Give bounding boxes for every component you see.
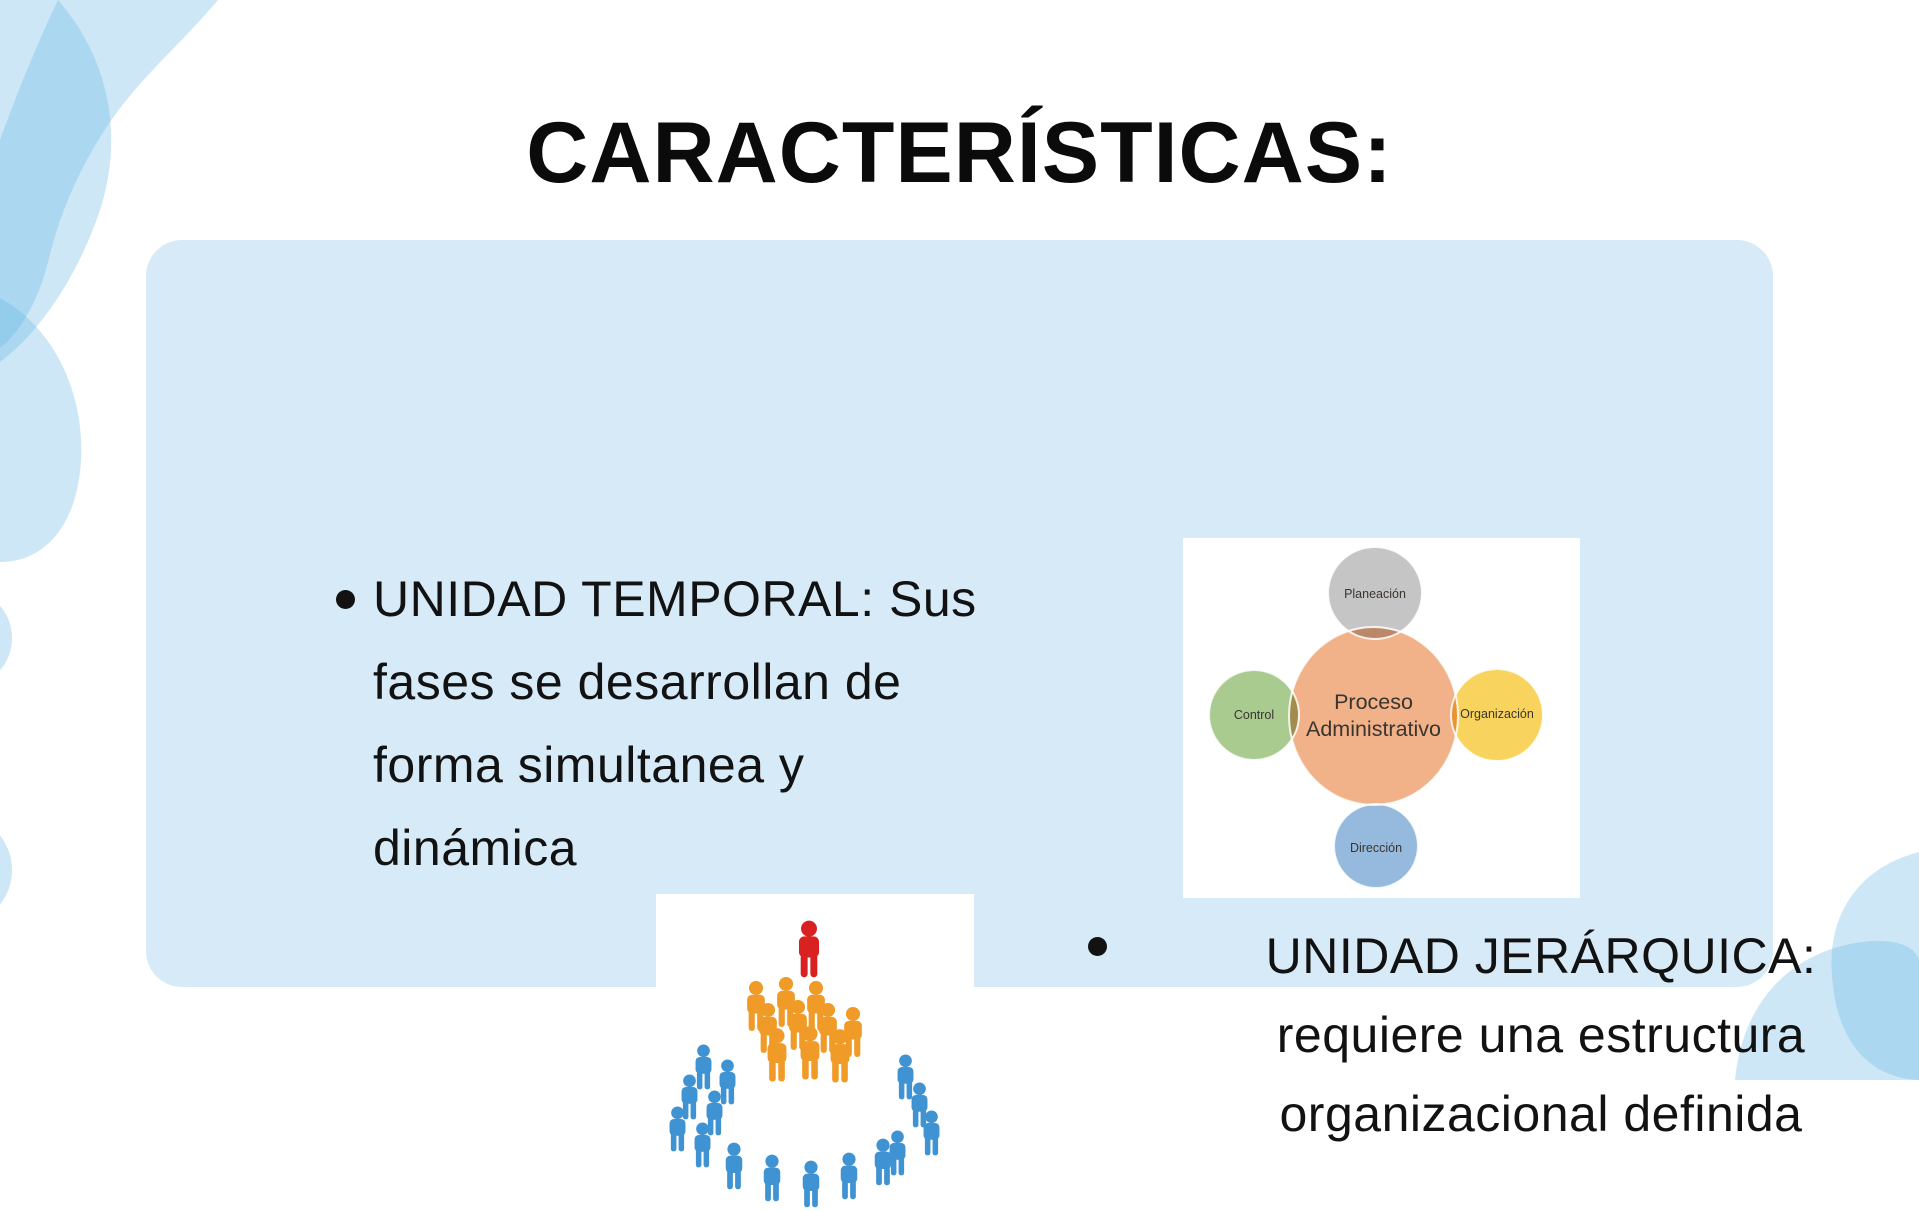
hierarchy-people-image bbox=[656, 894, 974, 1212]
page-title: CARACTERÍSTICAS: bbox=[526, 105, 1393, 201]
diagram-node-ring bbox=[1333, 803, 1419, 889]
diagram-node-ring bbox=[1450, 668, 1544, 762]
deco-sliver-left-2 bbox=[0, 835, 12, 905]
diagram-node-label-control: Control bbox=[1233, 708, 1275, 722]
text-line: requiere una estructura bbox=[1276, 1007, 1806, 1063]
diagram-node-ring bbox=[1327, 546, 1423, 640]
diagram-node-label-planeacion: Planeación bbox=[1344, 587, 1406, 601]
bullet-dot bbox=[1088, 937, 1107, 956]
diagram-node-label-direccion: Dirección bbox=[1349, 841, 1403, 855]
text-line: forma simultanea y bbox=[373, 737, 805, 793]
content-panel: UNIDAD TEMPORAL: Sus fases se desarrolla… bbox=[146, 240, 1816, 1212]
text-line: organizacional definida bbox=[1279, 1086, 1803, 1142]
bullet-text-unidad-jerarquica: UNIDAD JERÁRQUICA: requiere una estructu… bbox=[1151, 917, 1919, 1154]
bullet-text-unidad-temporal: UNIDAD TEMPORAL: Sus fases se desarrolla… bbox=[373, 558, 1073, 890]
diagram-node-label-organizacion: Organización bbox=[1460, 707, 1534, 721]
deco-sliver-left-1 bbox=[0, 605, 12, 671]
diagram-center-label: Proceso Administrativo bbox=[1305, 690, 1441, 741]
text-line: UNIDAD TEMPORAL: Sus bbox=[373, 571, 977, 627]
bullet-dot bbox=[336, 590, 355, 609]
text-line: UNIDAD JERÁRQUICA: bbox=[1265, 928, 1817, 984]
diagram-node-ring bbox=[1208, 669, 1300, 761]
deco-blob-left-tail bbox=[0, 298, 82, 562]
process-diagram-image: Planeación Control Organización Direcció… bbox=[1183, 538, 1580, 898]
text-line: fases se desarrollan de bbox=[373, 654, 902, 710]
text-line: dinámica bbox=[373, 820, 578, 876]
